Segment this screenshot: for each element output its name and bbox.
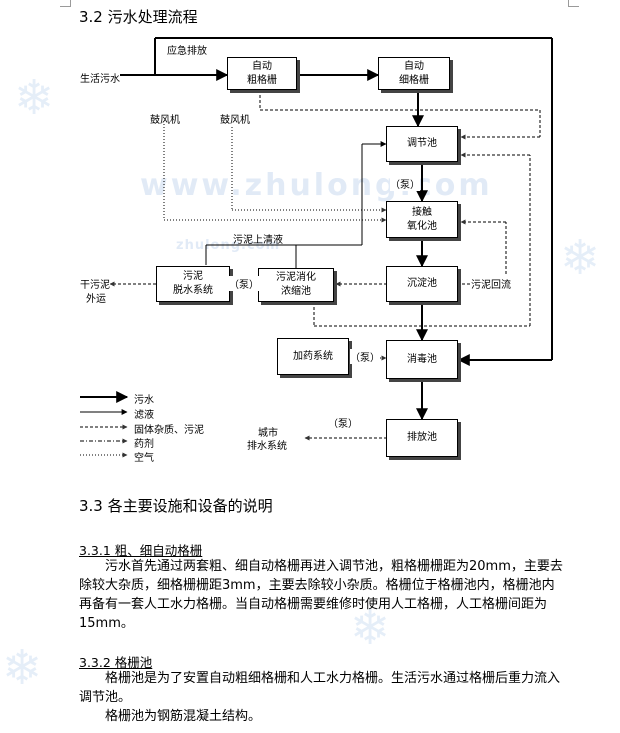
legend-filtrate: 滤液 xyxy=(134,410,154,421)
label-sludge-return: 污泥回流 xyxy=(471,276,511,291)
paragraph-3-3-2: 格栅池是为了安置自动粗细格栅和人工水力格栅。生活污水通过格栅后重力流入调节池。 … xyxy=(79,669,565,726)
box-line: 排放池 xyxy=(407,432,437,443)
box-line: 加药系统 xyxy=(293,350,333,362)
legend-chemicals: 药剂 xyxy=(134,439,154,450)
box-line: 浓缩池 xyxy=(281,286,311,297)
discharge-tank-box: 排放池 xyxy=(386,419,458,457)
legend-sewage: 污水 xyxy=(134,395,154,406)
section-heading-3-3-1: 3.3.1 粗、细自动格栅 xyxy=(79,543,203,558)
label-sludge-supernatant: 污泥上清液 xyxy=(233,235,283,246)
page-corner-mark xyxy=(60,0,71,7)
box-line: 细格栅 xyxy=(399,74,429,86)
watermark-text: www.zhulong.com xyxy=(140,168,493,203)
sedimentation-tank-box: 沉淀池 xyxy=(386,266,458,302)
watermark-snowflake-icon: ❄ xyxy=(560,230,601,286)
section-heading-3-2: 3.2 污水处理流程 xyxy=(79,8,198,26)
label-blower-1: 鼓风机 xyxy=(150,115,180,126)
label-pump-1: （泵） xyxy=(390,176,420,191)
watermark-snowflake-icon: ❄ xyxy=(14,70,55,126)
label-dry-sludge-line2: 外运 xyxy=(86,294,106,305)
label-pump-3: （泵） xyxy=(350,349,380,364)
box-line: 接触 xyxy=(412,206,432,218)
box-line: 自动 xyxy=(404,60,424,72)
disinfection-tank-box: 消毒池 xyxy=(386,340,458,379)
page-corner-mark xyxy=(568,0,579,7)
label-blower-2: 鼓风机 xyxy=(220,111,250,126)
regulating-tank-box: 调节池 xyxy=(386,126,458,162)
box-line: 消毒池 xyxy=(407,353,437,365)
box-line: 粗格栅 xyxy=(247,74,277,86)
watermark-snowflake-icon: ❄ xyxy=(2,640,43,696)
box-line: 氧化池 xyxy=(407,220,437,232)
box-line: 沉淀池 xyxy=(407,278,437,289)
box-line: 污泥消化 xyxy=(276,272,316,283)
label-dry-sludge-line1: 干污泥 xyxy=(80,276,110,291)
watermark-snowflake-icon: ❄ xyxy=(350,600,391,656)
box-line: 调节池 xyxy=(407,138,437,149)
label-city-drainage-line1: 城市 xyxy=(258,428,278,439)
contact-oxidation-box: 接触 氧化池 xyxy=(386,201,458,238)
section-heading-3-3: 3.3 各主要设施和设备的说明 xyxy=(79,497,273,515)
coarse-screen-box: 自动 粗格栅 xyxy=(227,57,297,90)
sludge-thickening-box: 污泥消化 浓缩池 xyxy=(258,268,334,302)
dosing-system-box: 加药系统 xyxy=(277,338,349,375)
label-pump-2: （泵） xyxy=(229,276,259,291)
label-emergency-discharge: 应急排放 xyxy=(167,46,207,57)
legend-air: 空气 xyxy=(134,453,154,464)
legend-solids-sludge: 固体杂质、污泥 xyxy=(134,425,204,436)
label-domestic-sewage: 生活污水 xyxy=(80,70,120,85)
sludge-dewatering-box: 污泥 脱水系统 xyxy=(156,266,230,302)
label-city-drainage-line2: 排水系统 xyxy=(247,441,287,452)
box-line: 污泥 xyxy=(183,271,203,282)
process-flow-diagram xyxy=(80,37,553,458)
paragraph-text: 格栅池为钢筋混凝土结构。 xyxy=(105,709,262,724)
paragraph-text: 格栅池是为了安置自动粗细格栅和人工水力格栅。生活污水通过格栅后重力流入调节池。 xyxy=(79,671,561,705)
label-pump-4: （泵） xyxy=(328,419,358,430)
section-heading-3-3-2: 3.3.2 格栅池 xyxy=(79,655,153,670)
box-line: 自动 xyxy=(252,60,272,72)
fine-screen-box: 自动 细格栅 xyxy=(378,57,450,90)
box-line: 脱水系统 xyxy=(173,285,213,296)
paragraph-3-3-1: 污水首先通过两套粗、细自动格栅再进入调节池，粗格栅栅距为20mm，主要去除较大杂… xyxy=(79,557,565,633)
paragraph-text: 污水首先通过两套粗、细自动格栅再进入调节池，粗格栅栅距为20mm，主要去除较大杂… xyxy=(79,559,563,631)
